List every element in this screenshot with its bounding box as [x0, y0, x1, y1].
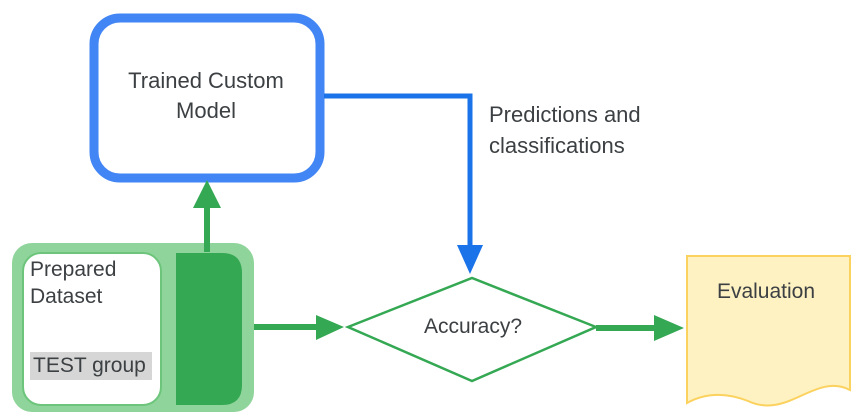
model-to-decision-arrowhead	[457, 245, 483, 274]
evaluation-document	[686, 255, 851, 407]
test-group-badge: TEST group	[30, 352, 152, 380]
edge-label-predictions: Predictions and classifications	[489, 99, 641, 161]
model-to-decision-line	[324, 93, 473, 248]
model-label-line1: Trained Custom	[128, 68, 284, 93]
dataset-label: Prepared Dataset	[30, 256, 116, 310]
edge-label-line1: Predictions and	[489, 102, 641, 127]
dataset-label-line1: Prepared	[30, 258, 117, 281]
model-box	[89, 13, 325, 183]
model-label-line2: Model	[176, 98, 236, 123]
dataset-tab	[176, 253, 242, 405]
decision-to-evaluation-arrowhead	[654, 315, 684, 341]
dataset-to-model-arrowhead	[193, 180, 221, 208]
model-label: Trained Custom Model	[96, 66, 316, 126]
evaluation-label: Evaluation	[716, 280, 816, 303]
dataset-label-line2: Dataset	[30, 285, 103, 308]
dataset-to-decision-arrowhead	[316, 315, 344, 340]
edge-label-line2: classifications	[489, 133, 625, 158]
decision-label: Accuracy?	[423, 315, 523, 338]
